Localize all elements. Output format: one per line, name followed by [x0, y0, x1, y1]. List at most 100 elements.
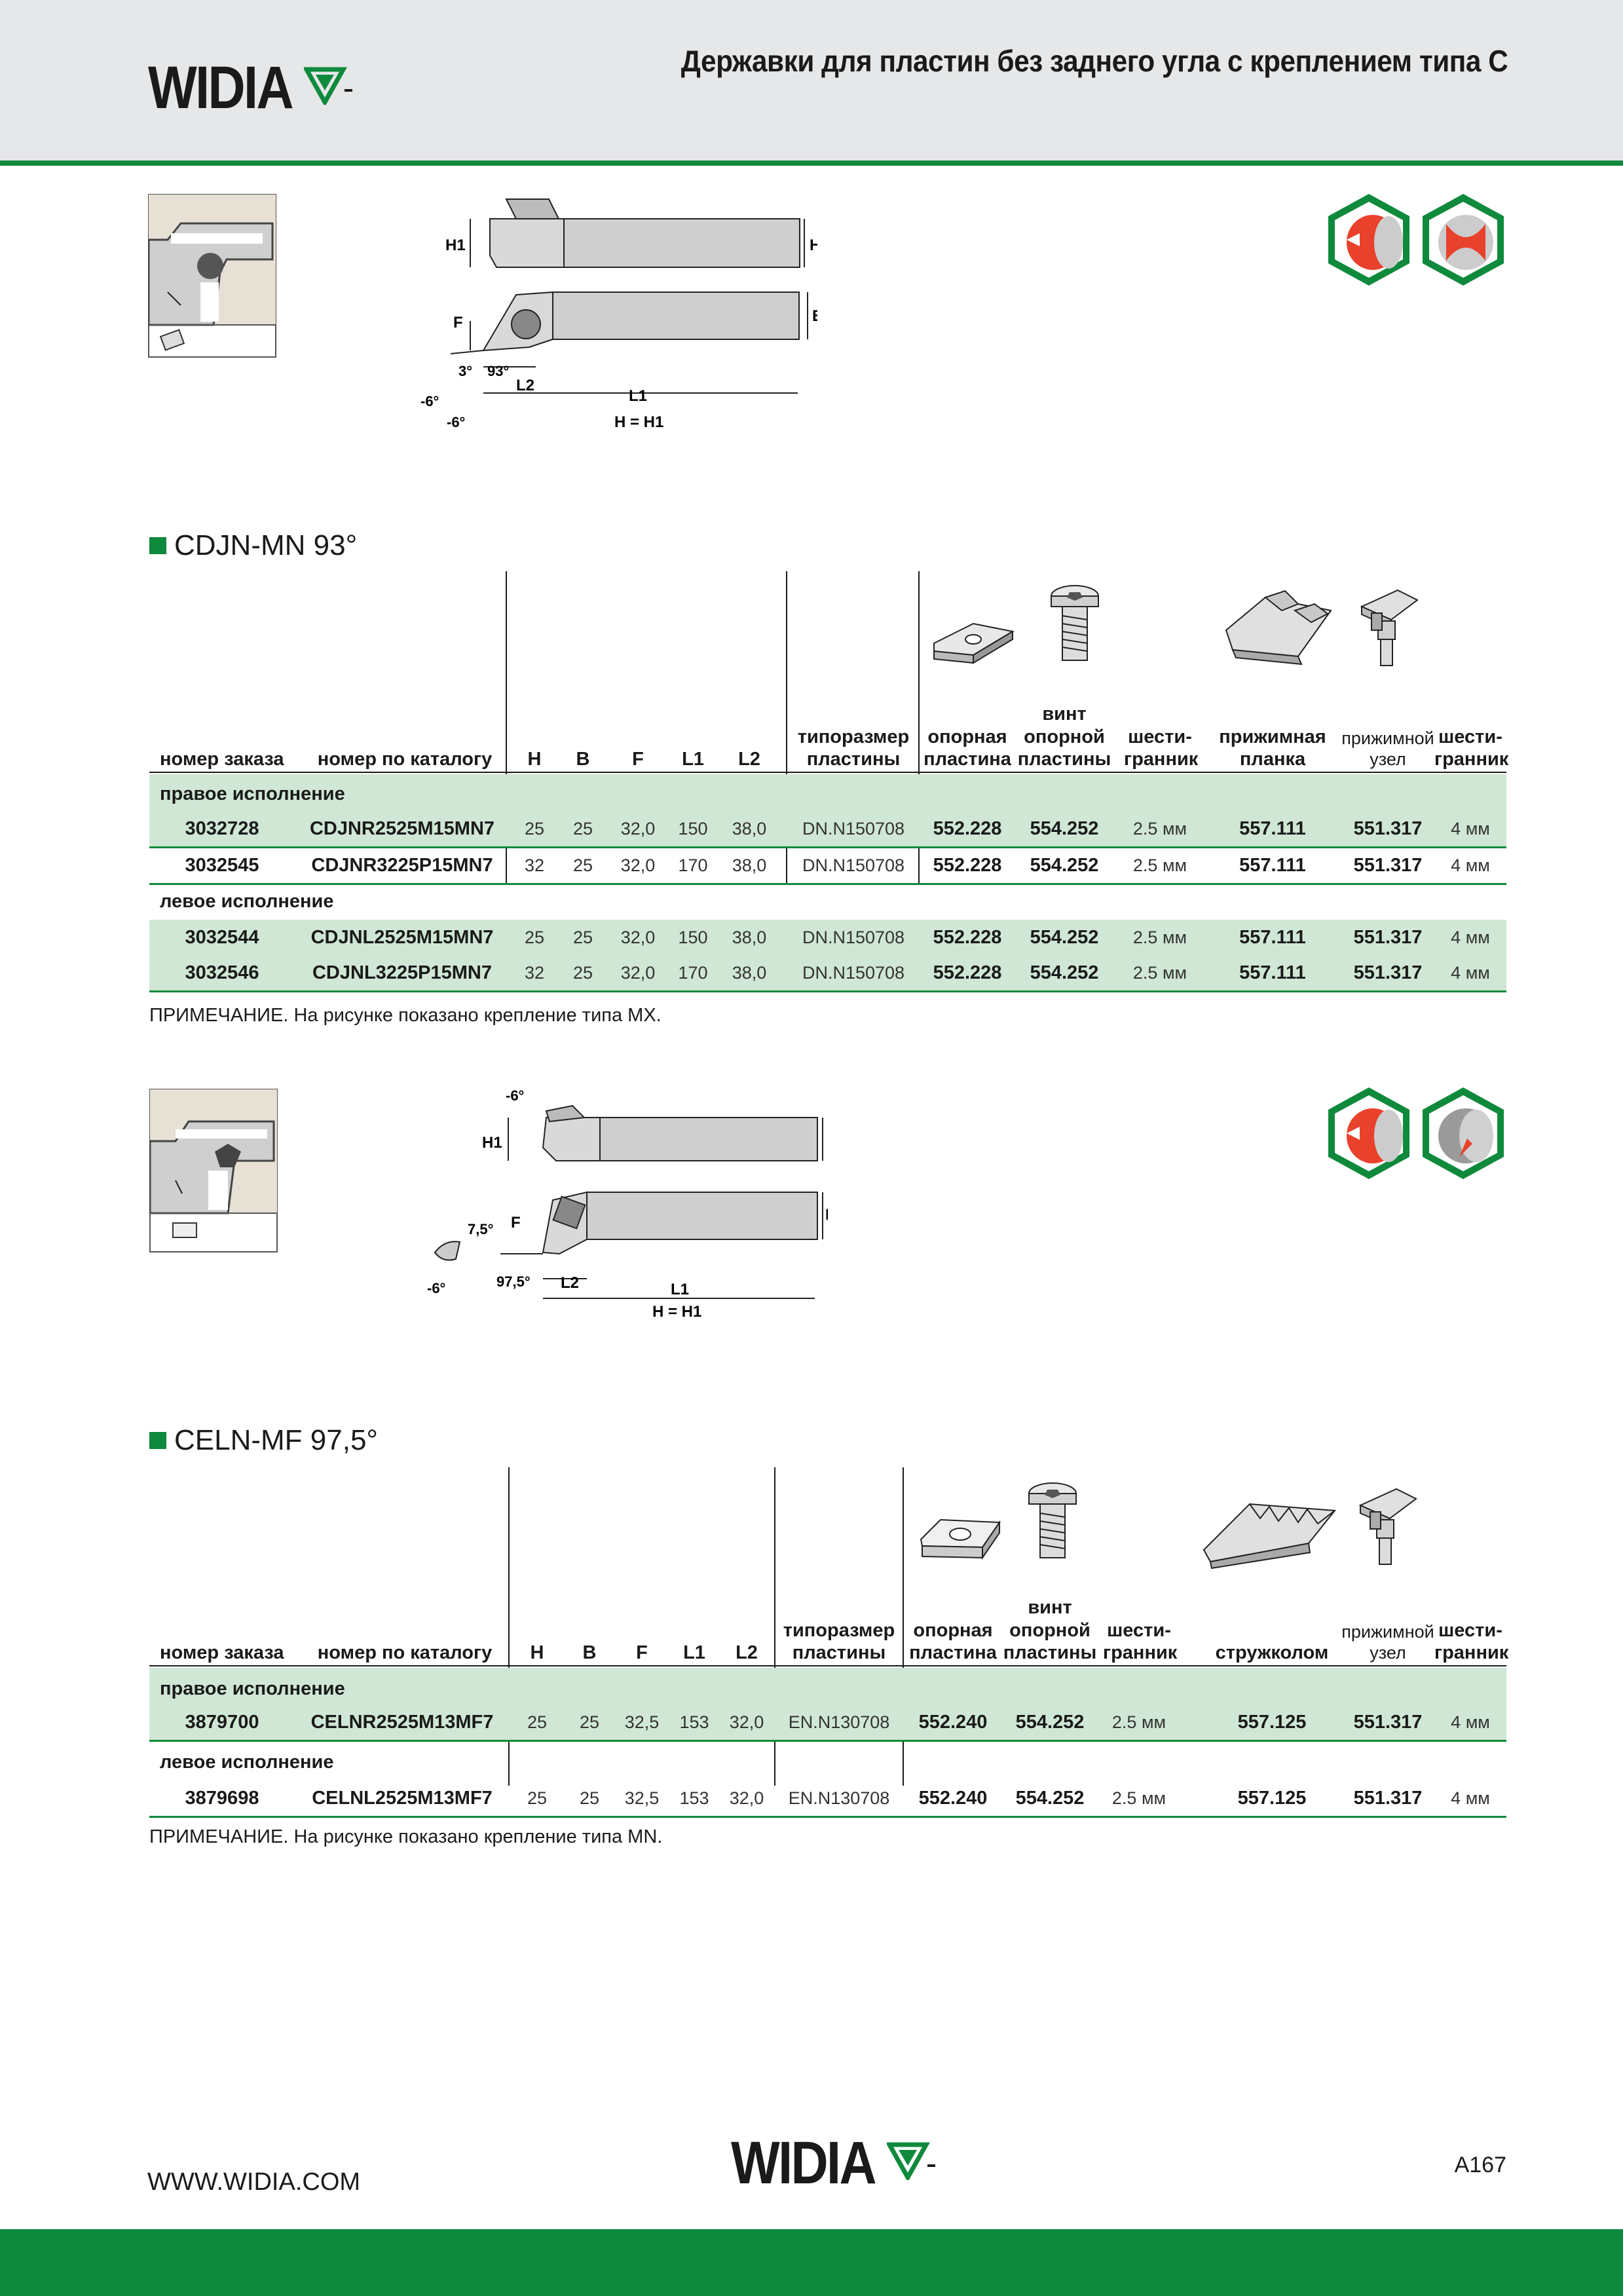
page-footer-bar — [0, 2229, 1623, 2296]
header-rule — [149, 772, 1506, 773]
row-rule — [149, 1740, 1506, 1742]
header-insert-size-line2: пластины — [792, 1642, 886, 1663]
cell-catalog: CELNL2525M13MF7 — [312, 1787, 493, 1809]
dim-label-l2: L2 — [516, 377, 534, 394]
row-rule — [149, 883, 1506, 885]
cell-B: 25 — [572, 962, 593, 983]
header-shim-line2: пластина — [909, 1642, 997, 1663]
cell-clamp: 557.111 — [1239, 962, 1306, 983]
header-shim-line2: пластина — [923, 748, 1011, 770]
section-title-text: CELN-MF 97,5° — [174, 1424, 379, 1456]
header-clamp-unit-line2: узел — [1370, 1643, 1406, 1663]
cell-catalog: CDJNL3225P15MN7 — [312, 962, 492, 983]
header-f: F — [632, 748, 644, 770]
cell-shim: 552.228 — [933, 854, 1002, 876]
widia-logo-icon — [886, 2142, 935, 2180]
cell-insert: DN.N150708 — [802, 818, 905, 838]
dim-label-f: F — [511, 1214, 521, 1232]
cell-hex2: 4 мм — [1451, 1788, 1490, 1808]
group-label-left: левое исполнение — [160, 891, 334, 912]
angle-label-2: 93° — [487, 363, 509, 379]
header-shim-line1: опорная — [913, 1619, 993, 1641]
dim-label-b: B — [812, 307, 817, 325]
cell-L1: 170 — [678, 962, 708, 983]
dim-label-f: F — [453, 314, 463, 331]
cell-screw: 554.252 — [1030, 818, 1099, 839]
header-clamp-unit: прижимной узел — [1339, 728, 1437, 770]
cell-B: 25 — [572, 855, 593, 875]
cell-hex1: 2.5 мм — [1132, 927, 1187, 947]
cell-H: 25 — [527, 1712, 548, 1732]
header-hex2-line2: гранник — [1434, 1642, 1509, 1663]
cell-F: 32,5 — [624, 1712, 660, 1732]
header-logo: WIDIA — [148, 58, 356, 118]
cell-L1: 150 — [678, 818, 708, 838]
header-shim: опорная пластина — [906, 1619, 999, 1664]
cell-order: 3032728 — [185, 818, 259, 839]
cell-L1: 153 — [679, 1712, 709, 1732]
header-shim-screw-line1: винт — [1028, 1597, 1072, 1619]
header-h: H — [527, 748, 542, 770]
header-insert-size: типоразмер пластины — [777, 1619, 901, 1664]
header-clamp-unit: прижимной узел — [1339, 1622, 1437, 1664]
cell-unit: 551.317 — [1353, 1787, 1423, 1809]
cell-H: 25 — [524, 818, 545, 838]
row-rule — [149, 1816, 1506, 1818]
widia-logo-icon — [303, 67, 352, 105]
tool-drawing-1: H1 H F B 3° 93° -6° -6° L2 L1 H = H1 — [420, 198, 817, 431]
application-sketch-2 — [149, 1089, 278, 1252]
dim-label-l1: L1 — [629, 387, 647, 405]
cell-catalog: CDJNR3225P15MN7 — [311, 854, 493, 876]
header-shim-line1: опорная — [927, 726, 1007, 747]
angle-label-4: -6° — [447, 414, 465, 430]
cell-L2: 38,0 — [732, 927, 767, 947]
header-shim-screw: винт опорной пластины — [1001, 1596, 1099, 1664]
cell-L1: 153 — [679, 1788, 709, 1808]
header-catalog: номер по каталогу — [317, 748, 493, 770]
clamp-icon — [1225, 590, 1332, 666]
cell-hex2: 4 мм — [1451, 1712, 1490, 1732]
cell-H: 25 — [524, 927, 545, 947]
cell-catalog: CDJNL2525M15MN7 — [310, 926, 494, 948]
column-divider — [903, 1467, 904, 1786]
cell-clamp: 557.125 — [1237, 1787, 1307, 1809]
header-shim-screw: винт опорной пластины — [1015, 703, 1113, 770]
cell-L2: 32,0 — [729, 1788, 764, 1808]
header-clamp: прижимная планка — [1217, 726, 1328, 770]
header-l1: L1 — [682, 748, 704, 770]
header-f: F — [636, 1642, 648, 1663]
cell-insert: EN.N130708 — [788, 1712, 890, 1732]
cell-insert: EN.N130708 — [788, 1788, 890, 1808]
cell-F: 32,5 — [624, 1788, 660, 1808]
cell-hex1: 2.5 мм — [1111, 1788, 1166, 1808]
cell-hex2: 4 мм — [1451, 818, 1490, 838]
cell-shim: 552.228 — [933, 818, 1002, 839]
header-rule — [0, 160, 1623, 166]
dim-label-h: H — [810, 236, 817, 254]
cell-F: 32,0 — [620, 818, 656, 838]
screw-icon — [1028, 1482, 1077, 1558]
profiling-operation-icon — [1423, 194, 1504, 286]
group-label-left: левое исполнение — [160, 1752, 334, 1773]
column-divider — [774, 1467, 775, 1786]
header-l2: L2 — [736, 1642, 758, 1663]
cell-hex1: 2.5 мм — [1132, 962, 1187, 983]
header-insert-size-line1: типоразмер — [783, 1619, 895, 1641]
header-hex1: шести- гранник — [1103, 1619, 1178, 1664]
header-hex1-line2: гранник — [1103, 1642, 1178, 1663]
cell-shim: 552.240 — [918, 1711, 988, 1733]
logo-text: WIDIA — [148, 54, 294, 121]
operation-icons-1 — [1328, 194, 1504, 286]
cell-clamp: 557.111 — [1239, 926, 1306, 948]
cell-B: 25 — [579, 1712, 600, 1732]
angle-label-3: -6° — [427, 1280, 445, 1296]
cell-shim: 552.228 — [933, 962, 1002, 983]
turning-operation-icon — [1328, 194, 1409, 286]
section-marker — [149, 537, 166, 554]
footer-url[interactable]: WWW.WIDIA.COM — [147, 2168, 361, 2196]
cell-hex1: 2.5 мм — [1111, 1712, 1166, 1732]
cell-screw: 554.252 — [1015, 1787, 1085, 1809]
cell-H: 32 — [524, 855, 545, 875]
angle-label-3: -6° — [420, 393, 439, 409]
